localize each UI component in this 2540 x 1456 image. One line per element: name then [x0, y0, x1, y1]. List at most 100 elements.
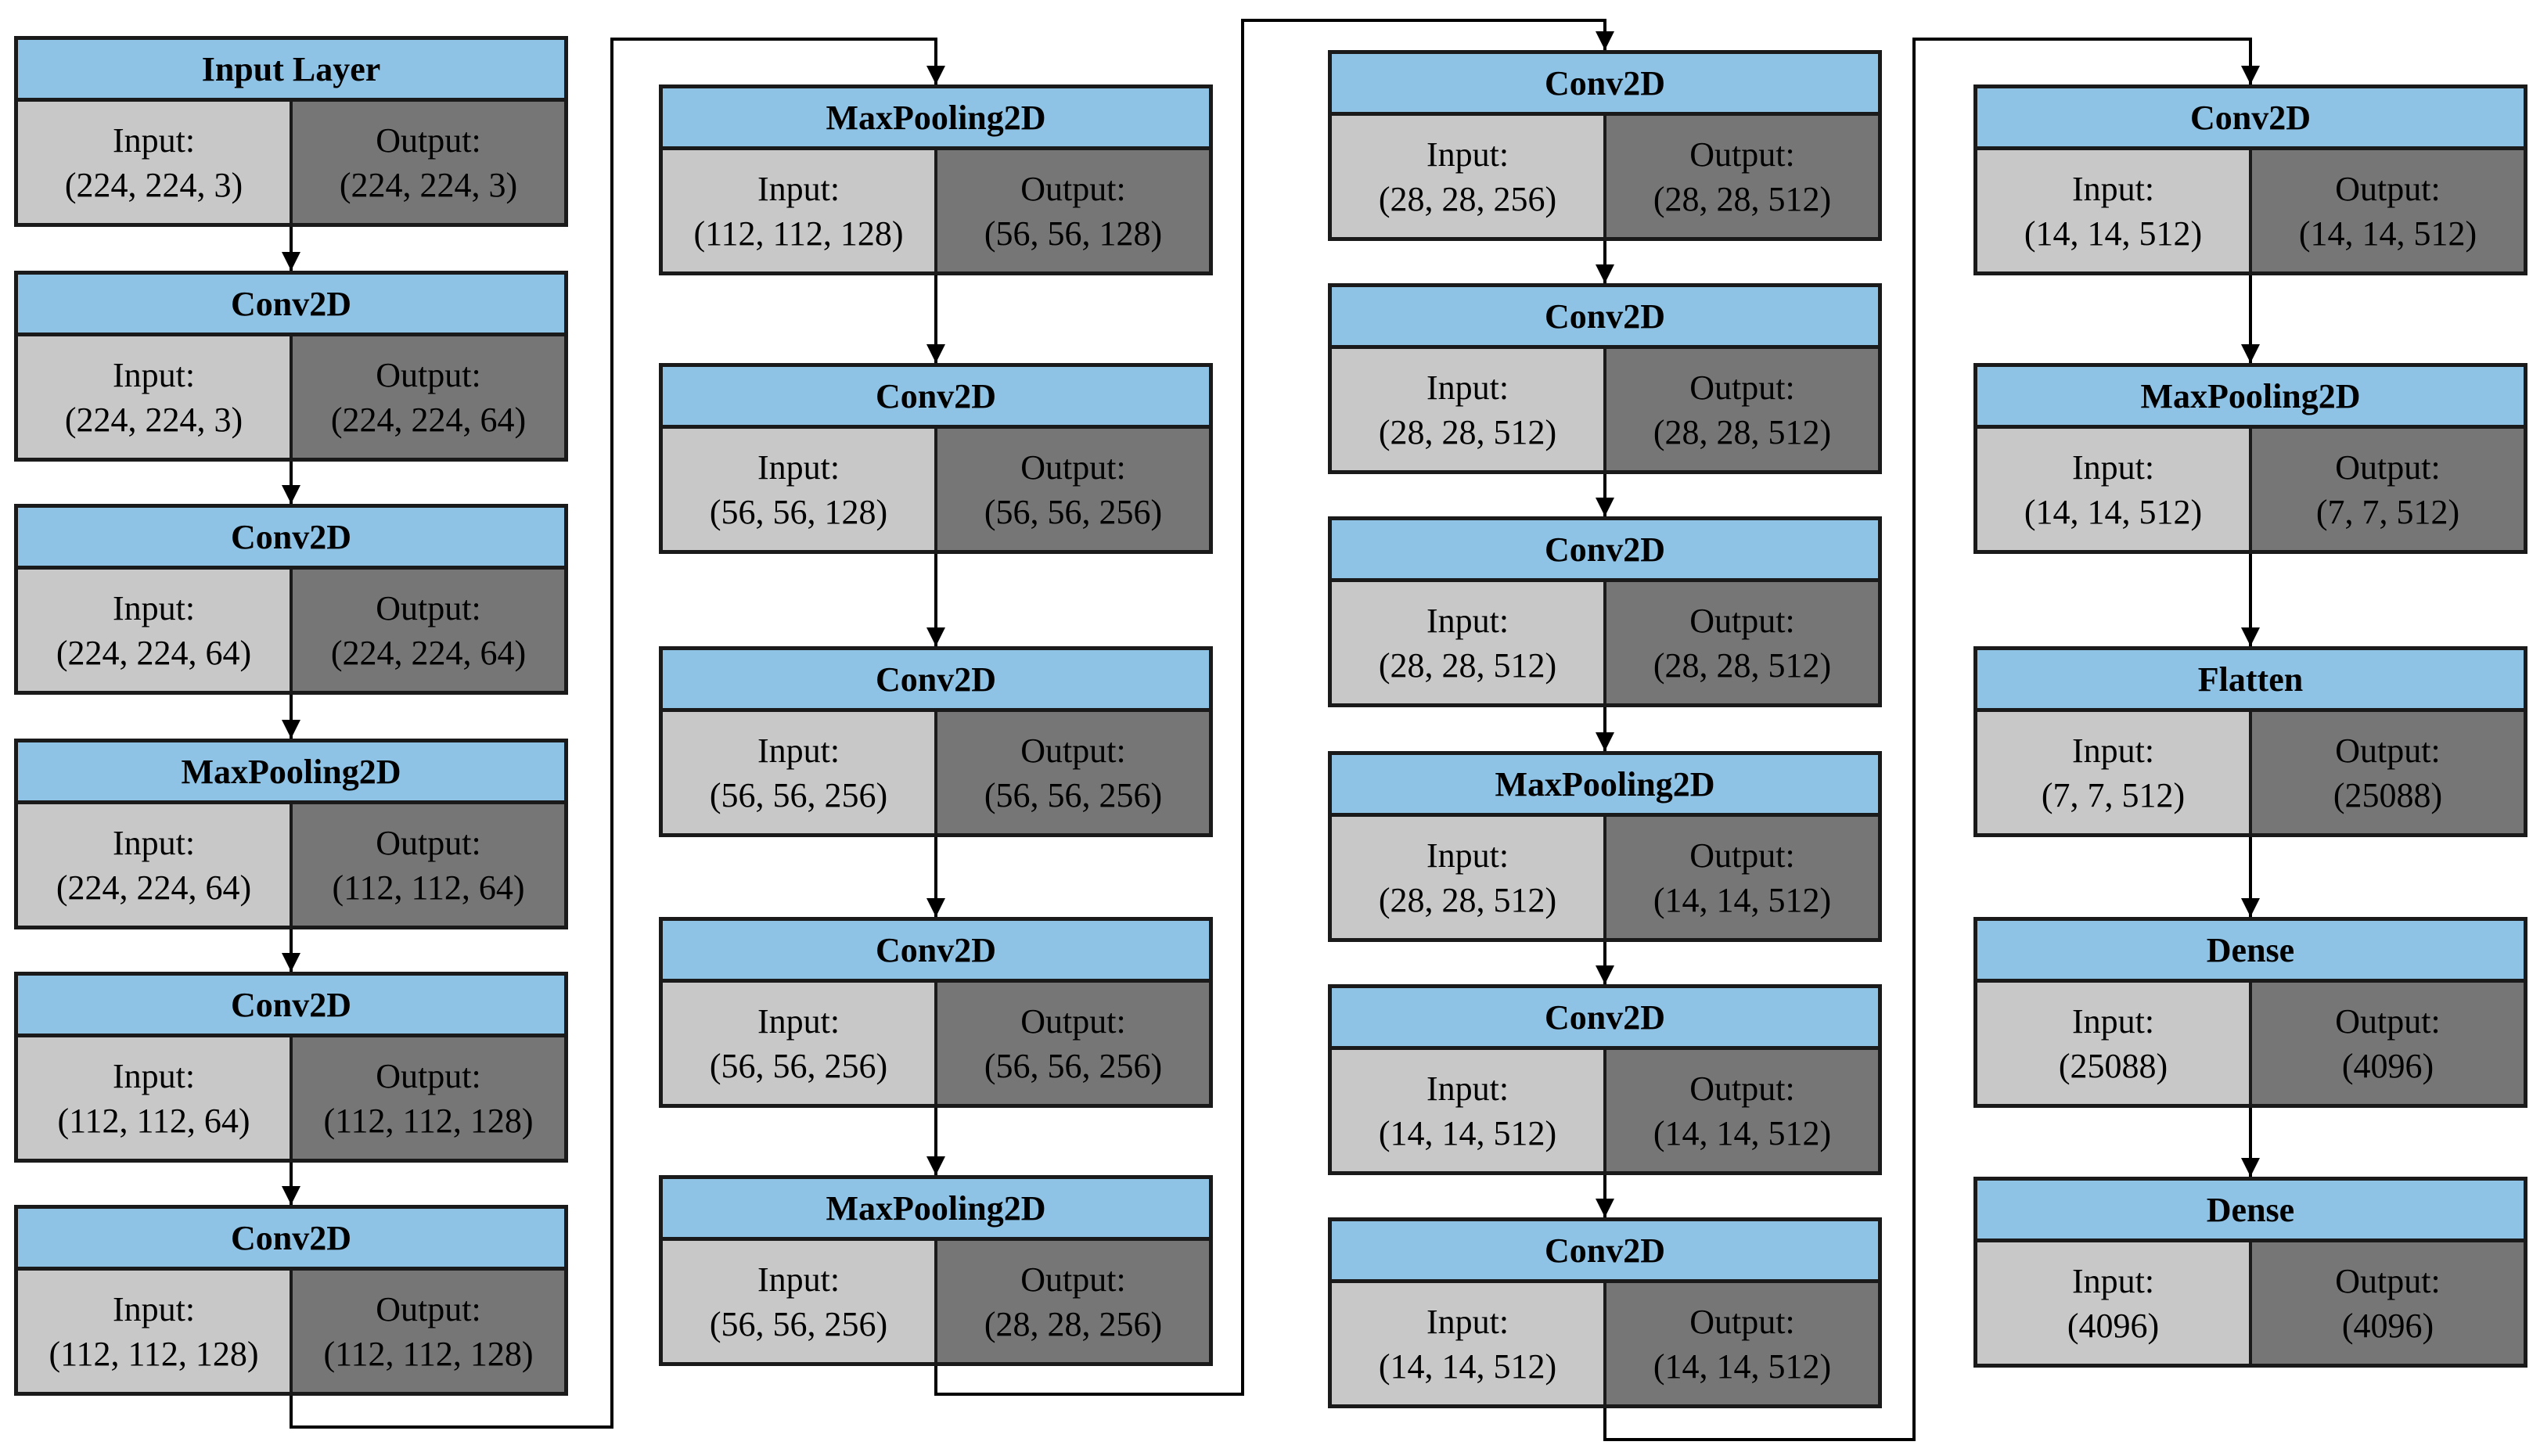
input-shape-value: (56, 56, 256)	[709, 1046, 888, 1085]
output-shape-value: (7, 7, 512)	[2315, 492, 2460, 531]
layer-io-row: Input:(28, 28, 256)Output:(28, 28, 512)	[1332, 116, 1878, 237]
layer-io-row: Input:(14, 14, 512)Output:(14, 14, 512)	[1977, 150, 2524, 271]
output-shape-value: (4096)	[2341, 1046, 2434, 1085]
input-shape-cell: Input: (14, 14, 512)	[1977, 150, 2252, 271]
layer-name: Input Layer	[18, 40, 564, 102]
layer-io-row: Input:(25088)Output:(4096)	[1977, 983, 2524, 1104]
layer-io-row: Input:(28, 28, 512)Output:(14, 14, 512)	[1332, 817, 1878, 938]
output-shape-value: (224, 224, 3)	[339, 165, 518, 204]
input-label: Input:	[112, 1056, 196, 1095]
layer-io-row: Input:(28, 28, 512) Output: (28, 28, 512)	[1332, 349, 1878, 470]
input-label: Input:	[757, 169, 840, 208]
layer-name: Conv2D	[1332, 988, 1878, 1050]
output-label: Output:	[376, 355, 481, 394]
output-shape-value: (56, 56, 256)	[984, 1046, 1163, 1085]
input-shape-value: (14, 14, 512)	[2024, 214, 2203, 253]
input-shape-cell: Input:(14, 14, 512)	[1332, 1283, 1606, 1404]
output-label: Output:	[1689, 601, 1795, 640]
output-shape-value: (28, 28, 512)	[1653, 412, 1832, 451]
layer-io-row: Input:(112, 112, 128)Output:(56, 56, 128…	[663, 150, 1209, 271]
input-label: Input:	[1426, 601, 1509, 640]
layer-block: Conv2D Input: (112, 112, 64) Output:(112, 1…	[14, 972, 568, 1163]
input-shape-cell: Input:(56, 56, 128)	[663, 429, 937, 550]
layer-name: MaxPooling2D	[663, 1179, 1209, 1241]
layer-name: Conv2D	[663, 367, 1209, 429]
output-shape-cell: Output: (224, 224, 3)	[293, 102, 564, 223]
input-label: Input:	[2071, 448, 2155, 487]
output-shape-value: (56, 56, 256)	[984, 775, 1163, 814]
input-label: Input:	[2071, 169, 2155, 208]
output-label: Output:	[2335, 1001, 2441, 1041]
input-shape-value: (28, 28, 512)	[1378, 412, 1557, 451]
output-shape-value: (224, 224, 64)	[330, 400, 527, 439]
input-label: Input:	[112, 120, 196, 160]
input-label: Input:	[112, 588, 196, 627]
input-shape-value: (4096)	[2067, 1306, 2160, 1345]
output-shape-cell: Output:(56, 56, 256)	[937, 712, 1209, 833]
layer-io-row: Input:(224, 224, 3)Output:(224, 224, 64)	[18, 336, 564, 458]
layer-io-row: Input:(224, 224, 64)Output:(112, 112, 64…	[18, 804, 564, 926]
input-shape-value: (56, 56, 256)	[709, 775, 888, 814]
output-shape-cell: Output: (112, 112, 64)	[293, 804, 564, 926]
output-shape-cell: Output: (28, 28, 512)	[1606, 349, 1878, 470]
input-shape-cell: Input:(224, 224, 64)	[18, 570, 293, 691]
input-shape-value: (56, 56, 256)	[709, 1304, 888, 1343]
input-shape-cell: Input: (56, 56, 256)	[663, 1241, 937, 1362]
input-shape-value: (112, 112, 64)	[57, 1101, 250, 1140]
output-shape-cell: Output: (4096)	[2252, 983, 2524, 1104]
output-label: Output:	[1689, 135, 1795, 174]
output-label: Output:	[376, 120, 481, 160]
layer-name: Conv2D	[663, 921, 1209, 983]
input-shape-value: (14, 14, 512)	[2024, 492, 2203, 531]
input-shape-value: (28, 28, 512)	[1378, 645, 1557, 685]
input-shape-value: (224, 224, 3)	[64, 400, 243, 439]
output-shape-value: (112, 112, 128)	[323, 1334, 534, 1373]
output-label: Output:	[376, 1056, 481, 1095]
column-connector-arrow	[934, 19, 1614, 1396]
input-shape-cell: Input:(56, 56, 256)	[663, 712, 937, 833]
layer-name: Dense	[1977, 1181, 2524, 1242]
layer-name: Conv2D	[1332, 520, 1878, 582]
input-shape-cell: Input:(28, 28, 512)	[1332, 349, 1606, 470]
input-label: Input:	[2071, 731, 2155, 770]
layer-io-row: Input:(14, 14, 512)Output:(7, 7, 512)	[1977, 429, 2524, 550]
output-shape-cell: Output:(14, 14, 512)	[1606, 817, 1878, 938]
output-label: Output:	[1689, 368, 1795, 407]
output-shape-value: (112, 112, 64)	[332, 868, 525, 907]
input-shape-value: (56, 56, 128)	[709, 492, 888, 531]
output-shape-value: (28, 28, 512)	[1653, 179, 1832, 218]
input-label: Input:	[2071, 1261, 2155, 1300]
input-shape-cell: Input: (4096)	[1977, 1242, 2252, 1364]
output-label: Output:	[376, 823, 481, 862]
output-shape-cell: Output:(56, 56, 256)	[937, 983, 1209, 1104]
input-shape-cell: Input:(28, 28, 512)	[1332, 817, 1606, 938]
input-label: Input:	[757, 1001, 840, 1041]
layer-io-row: Input: (112, 112, 64) Output:(112, 112, 12…	[18, 1037, 564, 1159]
input-shape-value: (112, 112, 128)	[49, 1334, 259, 1373]
input-shape-value: (25088)	[2058, 1046, 2168, 1085]
layer-io-row: Input:(7, 7, 512)Output:(25088)	[1977, 712, 2524, 833]
input-label: Input:	[112, 1289, 196, 1328]
layer-name: Conv2D	[18, 508, 564, 570]
output-shape-cell: Output:(112, 112, 128)	[293, 1271, 564, 1392]
input-shape-value: (7, 7, 512)	[2041, 775, 2186, 814]
output-label: Output:	[1020, 1260, 1126, 1299]
input-label: Input:	[757, 1260, 840, 1299]
output-shape-cell: Output:(112, 112, 128)	[293, 1037, 564, 1159]
layer-name: Conv2D	[18, 976, 564, 1037]
output-shape-value: (14, 14, 512)	[1653, 1346, 1832, 1386]
output-label: Output:	[1689, 1069, 1795, 1108]
input-shape-cell: Input: (28, 28, 512)	[1332, 582, 1606, 703]
output-shape-cell: Output: (224, 224, 64)	[293, 336, 564, 458]
